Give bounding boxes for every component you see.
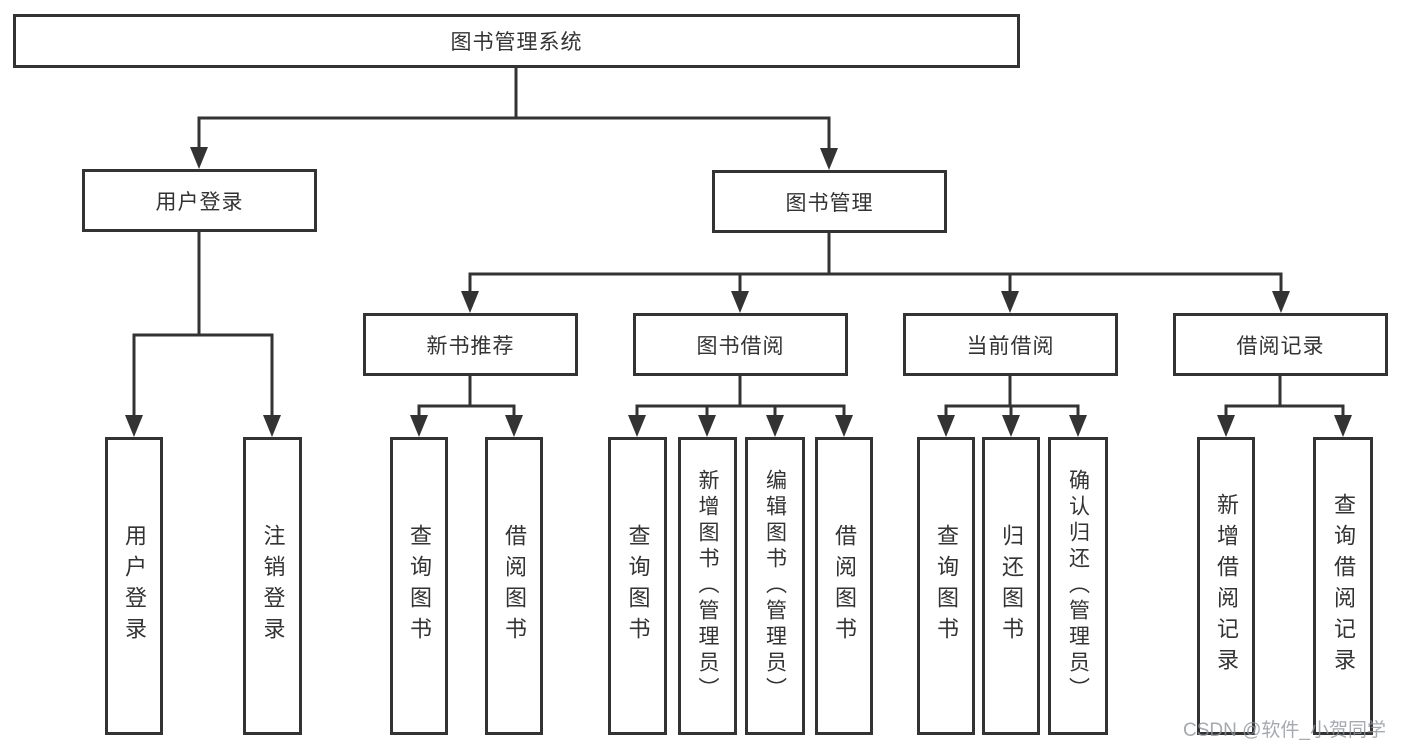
node-label: 图书借阅 [696, 334, 785, 358]
node-label: 借阅图书 [832, 524, 857, 648]
node-label: 确认归还（管理员） [1066, 469, 1090, 703]
leaf-return-books: 归还图书 [982, 437, 1040, 735]
leaf-borrow-books-recommend: 借阅图书 [485, 437, 543, 735]
node-label: 编辑图书（管理员） [763, 469, 787, 703]
node-label: 图书管理系统 [450, 31, 583, 54]
node-label: 图书管理 [785, 191, 874, 215]
node-borrowing-records: 借阅记录 [1173, 313, 1388, 376]
leaf-logout: 注销登录 [243, 437, 302, 735]
leaf-query-borrow-record: 查询借阅记录 [1313, 437, 1373, 735]
leaf-add-borrow-record: 新增借阅记录 [1197, 437, 1255, 735]
leaf-add-books-admin: 新增图书（管理员） [678, 437, 737, 735]
node-label: 查询图书 [625, 524, 651, 648]
node-label: 查询图书 [407, 524, 432, 648]
leaf-query-books-current: 查询图书 [917, 437, 975, 735]
node-label: 用户登录 [155, 190, 244, 214]
node-label: 新书推荐 [426, 334, 515, 358]
leaf-query-books-borrow: 查询图书 [608, 437, 667, 735]
arrowheads [125, 147, 1352, 437]
leaf-user-login: 用户登录 [105, 437, 163, 735]
node-new-book-recommendation: 新书推荐 [363, 313, 578, 376]
node-user-login: 用户登录 [82, 169, 317, 232]
node-label: 当前借阅 [966, 334, 1055, 358]
node-label: 查询借阅记录 [1331, 493, 1356, 679]
leaf-edit-books-admin: 编辑图书（管理员） [745, 437, 805, 735]
node-label: 新增借阅记录 [1214, 493, 1239, 679]
node-book-management: 图书管理 [712, 170, 947, 233]
node-label: 归还图书 [999, 524, 1024, 648]
node-label: 注销登录 [260, 524, 286, 648]
leaf-confirm-return-admin: 确认归还（管理员） [1048, 437, 1108, 735]
node-label: 用户登录 [122, 524, 147, 648]
node-label: 借阅记录 [1236, 334, 1325, 358]
leaf-query-books-recommend: 查询图书 [390, 437, 448, 735]
node-label: 查询图书 [934, 524, 959, 648]
csdn-watermark: CSDN @软件_小贺同学 [1183, 720, 1386, 741]
node-label: 新增图书（管理员） [696, 469, 719, 703]
node-library-management-system: 图书管理系统 [13, 14, 1020, 68]
node-current-borrowing: 当前借阅 [903, 313, 1118, 376]
node-book-borrowing: 图书借阅 [633, 313, 848, 376]
leaf-borrow-books: 借阅图书 [815, 437, 873, 735]
node-label: 借阅图书 [502, 524, 527, 648]
